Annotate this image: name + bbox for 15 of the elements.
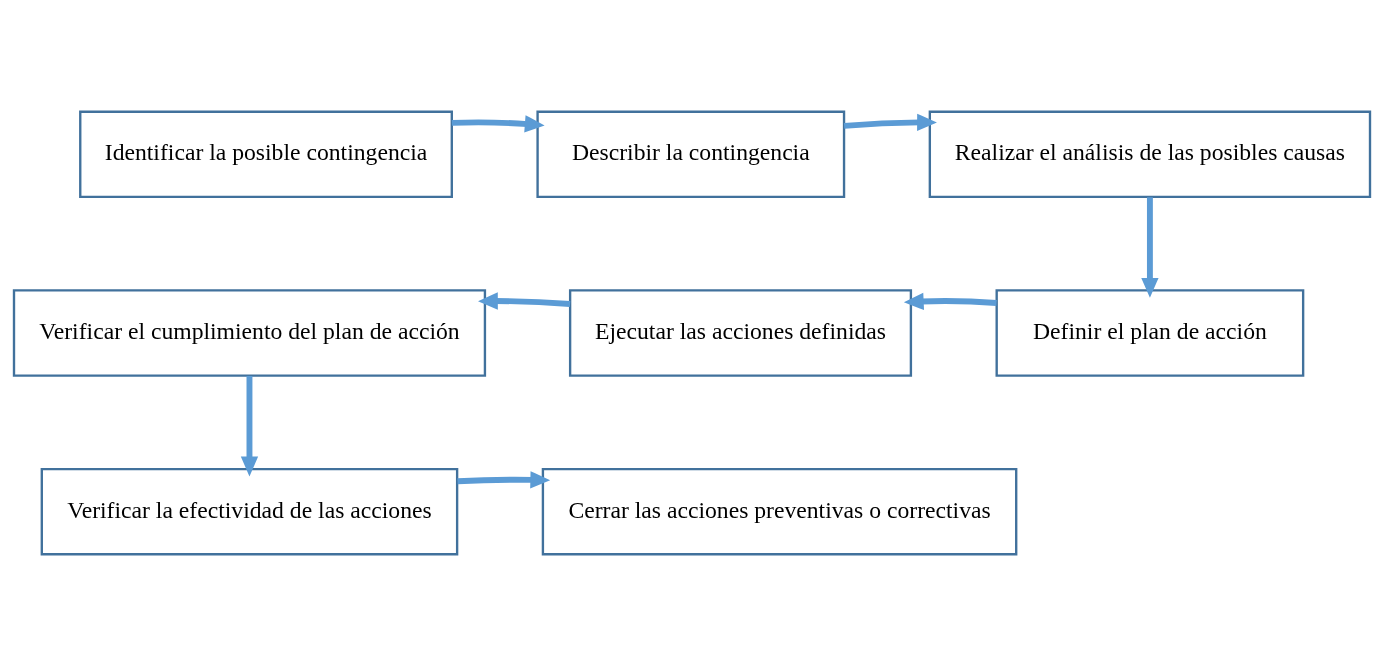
arrow xyxy=(451,114,545,133)
node-box: Definir el plan de acción xyxy=(995,288,1305,377)
node-box: Identificar la posible contingencia xyxy=(79,110,453,198)
arrow xyxy=(478,291,571,310)
node-box: Describir la contingencia xyxy=(536,110,846,198)
arrow xyxy=(1141,196,1159,298)
arrow xyxy=(843,113,937,131)
node-box: Verificar la efectividad de las acciones xyxy=(40,467,459,555)
arrow xyxy=(903,292,997,310)
node-box: Verificar el cumplimiento del plan de acción xyxy=(12,288,487,377)
node-box: Cerrar las acciones preventivas o correctivas xyxy=(541,467,1018,555)
node-box: Ejecutar las acciones definidas xyxy=(568,288,913,377)
arrow xyxy=(240,375,259,476)
arrow xyxy=(457,470,551,488)
node-box: Realizar el análisis de las posibles causas xyxy=(928,110,1372,198)
